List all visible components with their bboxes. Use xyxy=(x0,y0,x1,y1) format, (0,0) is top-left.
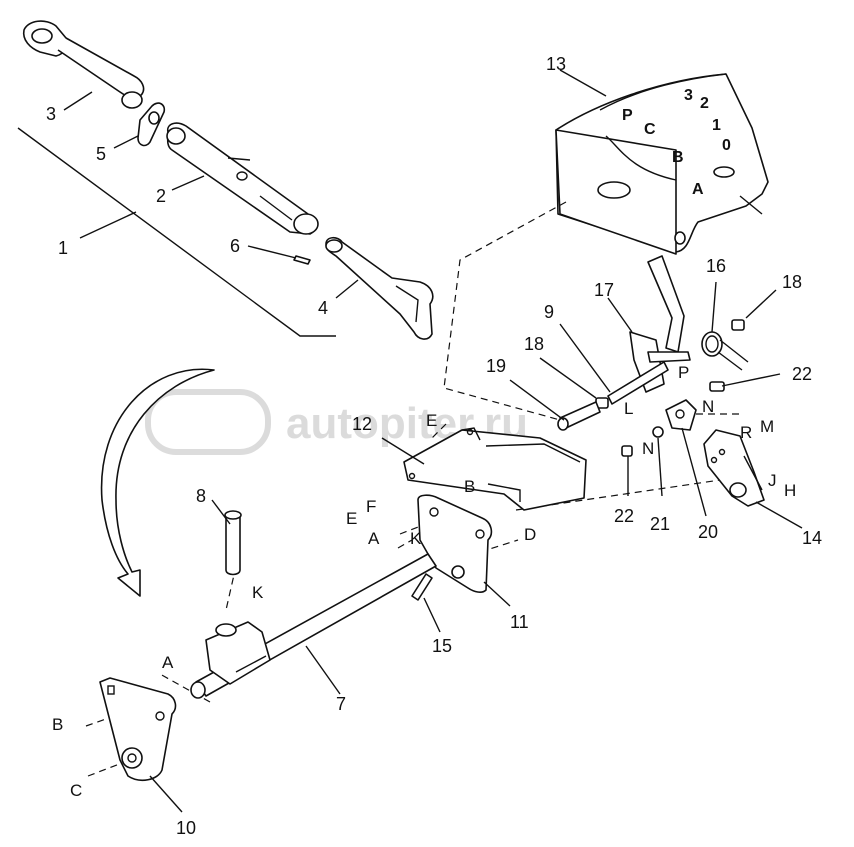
callout-18-lower: 18 xyxy=(524,334,544,354)
part-5-washer xyxy=(137,102,166,147)
svg-text:B: B xyxy=(672,149,684,166)
callout-15: 15 xyxy=(432,636,452,656)
letter-a-shaft: A xyxy=(162,653,174,672)
part-16-spring xyxy=(701,331,749,371)
letter-b-cover: B xyxy=(464,477,475,496)
rotation-arrow xyxy=(100,368,215,597)
part-6-pin xyxy=(293,255,311,265)
letter-m: M xyxy=(760,417,774,436)
letter-j: J xyxy=(768,471,777,490)
part-7-shaft xyxy=(190,553,437,699)
part-19-tube xyxy=(557,401,601,431)
letter-r: R xyxy=(740,423,752,442)
callout-20: 20 xyxy=(698,522,718,542)
callout-1: 1 xyxy=(58,238,68,258)
part-4-clevis xyxy=(325,236,434,340)
callout-11: 11 xyxy=(510,612,529,632)
callout-2: 2 xyxy=(156,186,166,206)
callout-14: 14 xyxy=(802,528,822,548)
callout-21: 21 xyxy=(650,514,670,534)
callout-22-lower: 22 xyxy=(614,506,634,526)
letter-h: H xyxy=(784,481,796,500)
part-21-nut xyxy=(652,426,664,438)
letter-p: P xyxy=(678,363,689,382)
callout-13: 13 xyxy=(546,54,566,74)
part-13-gate-cover: P C B A 3 2 1 0 xyxy=(555,73,769,255)
leader-lines xyxy=(63,69,803,813)
callout-4: 4 xyxy=(318,298,328,318)
svg-text:C: C xyxy=(644,121,656,138)
letter-f: F xyxy=(366,497,376,516)
callout-6: 6 xyxy=(230,236,240,256)
part-2-sleeve xyxy=(166,122,319,235)
part-18-pin-upper xyxy=(731,319,745,331)
letter-e-top: E xyxy=(426,411,437,430)
letter-k-pin: K xyxy=(252,583,264,602)
letter-a-plate: A xyxy=(368,529,380,548)
callout-22-upper: 22 xyxy=(792,364,812,384)
part-9-shaft xyxy=(607,361,669,405)
part-22-bolt-lower xyxy=(621,445,633,457)
part-11-mount-plate xyxy=(417,494,493,593)
svg-text:P: P xyxy=(622,107,633,124)
letter-l: L xyxy=(624,399,633,418)
part-8-pin xyxy=(224,510,242,576)
svg-text:0: 0 xyxy=(722,137,731,154)
letter-n-upper: N xyxy=(702,397,714,416)
letter-d: D xyxy=(524,525,536,544)
part-10-base-plate xyxy=(99,677,177,782)
callout-10: 10 xyxy=(176,818,196,838)
svg-text:1: 1 xyxy=(712,117,721,134)
callout-16: 16 xyxy=(706,256,726,276)
callout-7: 7 xyxy=(336,694,346,714)
part-20-lock-plate xyxy=(665,399,697,431)
callout-labels: 1 2 3 4 5 6 7 8 9 10 11 12 13 14 15 16 1… xyxy=(46,54,822,838)
callout-18-upper: 18 xyxy=(782,272,802,292)
svg-text:A: A xyxy=(692,181,704,198)
part-15-key xyxy=(411,573,433,601)
callout-17: 17 xyxy=(594,280,614,300)
letter-n-lower: N xyxy=(642,439,654,458)
callout-9: 9 xyxy=(544,302,554,322)
callout-19: 19 xyxy=(486,356,506,376)
callout-8: 8 xyxy=(196,486,206,506)
letter-b-base: B xyxy=(52,715,63,734)
part-22-bolt-upper xyxy=(709,381,725,392)
letter-c: C xyxy=(70,781,82,800)
letter-e-side: E xyxy=(346,509,357,528)
part-3-rod-end xyxy=(22,20,145,109)
svg-text:2: 2 xyxy=(700,95,709,112)
callout-5: 5 xyxy=(96,144,106,164)
svg-text:3: 3 xyxy=(684,87,693,104)
reference-letters: A A B B C D E E F J H K K L M N N P R xyxy=(52,363,796,800)
part-14-bracket xyxy=(703,429,765,507)
gauge-markings: P C B A 3 2 1 0 xyxy=(622,87,731,198)
part-17-lever xyxy=(629,255,691,393)
callout-3: 3 xyxy=(46,104,56,124)
callout-12: 12 xyxy=(352,414,372,434)
letter-k-plate: K xyxy=(410,529,422,548)
part-12-cover xyxy=(403,427,587,511)
